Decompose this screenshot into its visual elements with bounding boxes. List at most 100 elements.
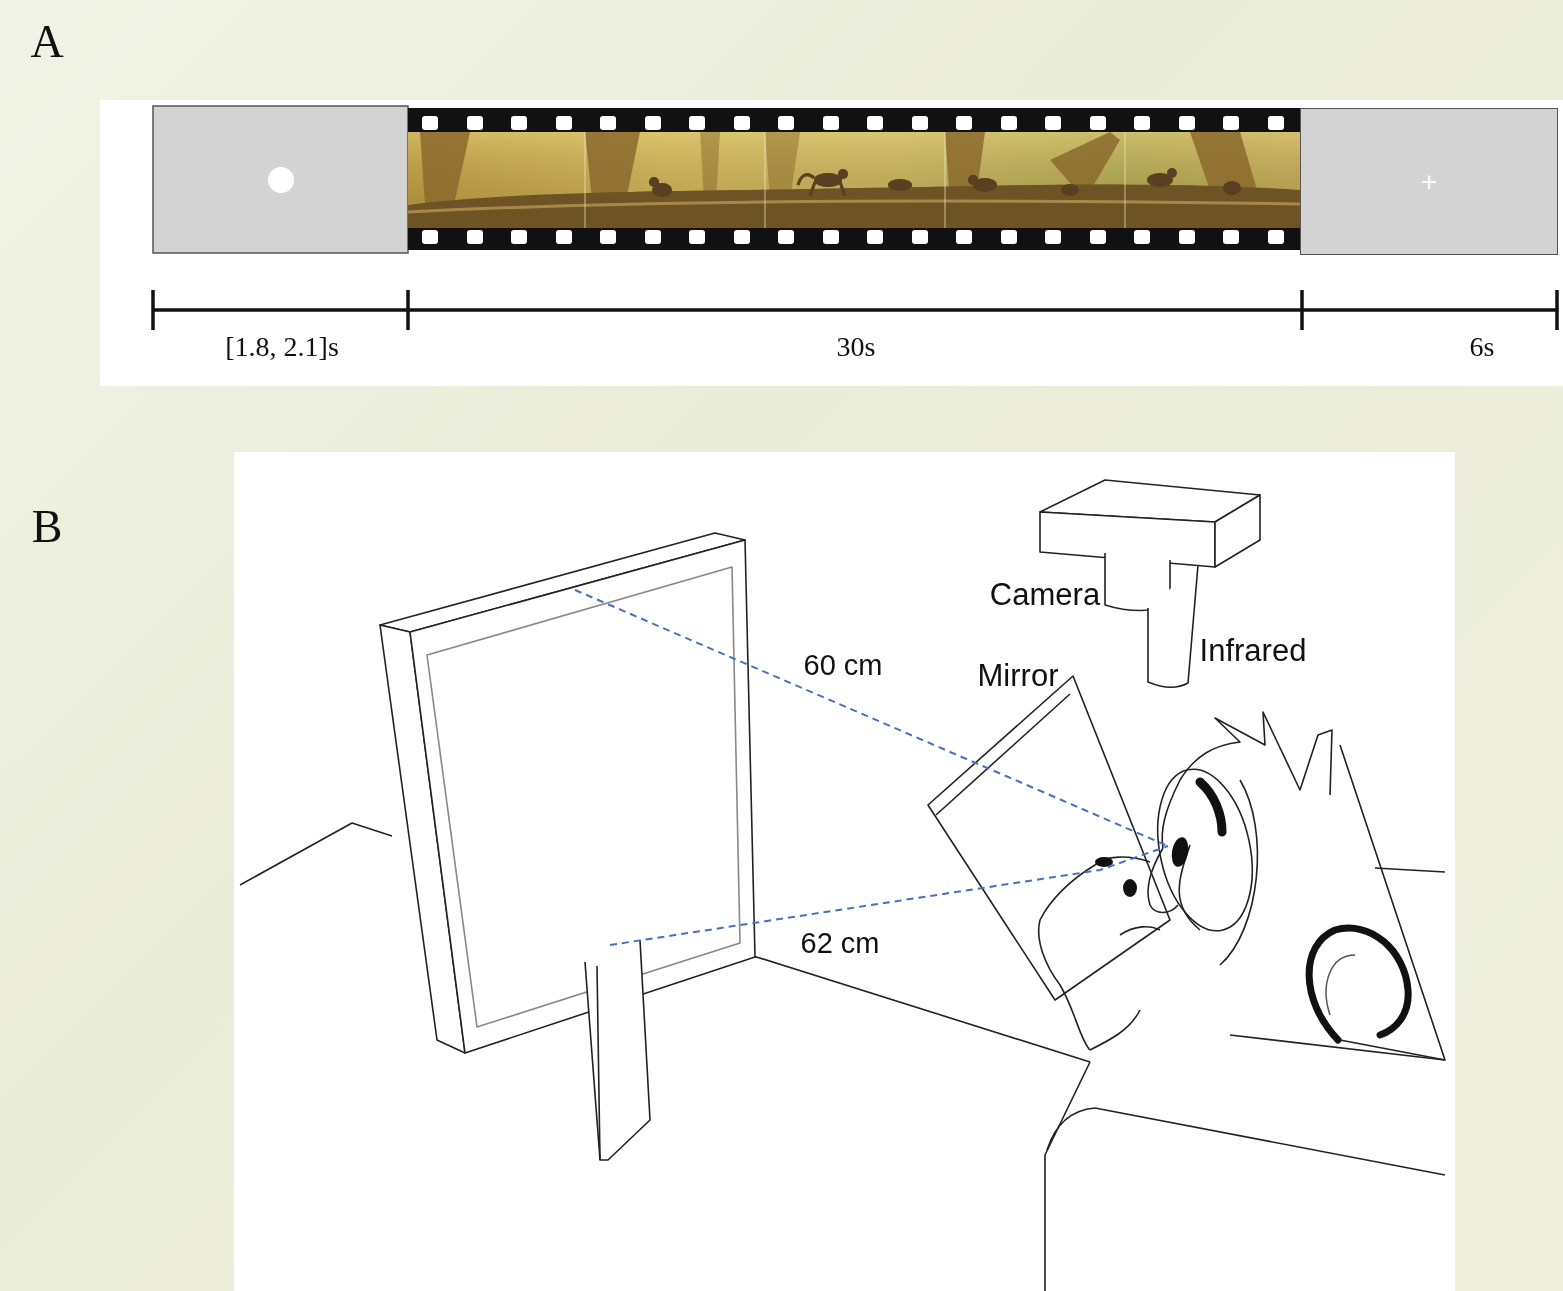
infrared-tube [1148, 565, 1198, 687]
monkey [814, 173, 842, 187]
monkey [1223, 181, 1241, 195]
decoration [1268, 116, 1284, 130]
decoration [511, 116, 527, 130]
setup-illustration [240, 480, 1445, 1291]
frame-divider [945, 132, 946, 228]
decoration [778, 116, 794, 130]
timeline-tick [151, 290, 155, 330]
frame-divider [765, 132, 766, 228]
decoration [689, 230, 705, 244]
panel-letter: A [30, 19, 63, 65]
camera-side [1215, 495, 1260, 567]
monkey [1061, 184, 1079, 196]
setup-label: Infrared [1200, 635, 1307, 666]
decoration [912, 230, 928, 244]
eye-ring [1144, 760, 1266, 939]
muzzle [1039, 857, 1150, 1050]
cheek [1220, 780, 1257, 965]
decoration [912, 116, 928, 130]
video-frames [408, 132, 1300, 228]
monkey [968, 175, 978, 185]
video-shading [408, 132, 1300, 228]
distance-line [575, 590, 1168, 846]
decoration [1268, 230, 1284, 244]
decoration [1045, 116, 1061, 130]
decoration [1001, 230, 1017, 244]
decoration [645, 116, 661, 130]
monkey [1167, 168, 1177, 178]
trunk [420, 132, 470, 205]
film-strip [408, 108, 1300, 250]
ear [1309, 928, 1408, 1040]
head-outline [1340, 745, 1445, 1060]
frame-divider [1125, 132, 1126, 228]
duration-label: [1.8, 2.1]s [225, 333, 339, 361]
decoration [823, 116, 839, 130]
decoration [1179, 116, 1195, 130]
log [408, 184, 1300, 228]
decoration [956, 116, 972, 130]
monitor-stand [585, 940, 650, 1160]
eye-pupil [1170, 836, 1191, 868]
decoration [1223, 116, 1239, 130]
decoration [867, 230, 883, 244]
decoration [422, 230, 438, 244]
decoration [1090, 230, 1106, 244]
monitor-stand-edge [597, 966, 600, 1160]
monitor-screen [427, 567, 740, 1027]
chair-edge [1095, 1108, 1445, 1175]
table-edge [240, 823, 392, 885]
decoration [734, 116, 750, 130]
decoration [600, 230, 616, 244]
decoration [1223, 230, 1239, 244]
timeline-tick [1300, 290, 1304, 330]
chair-edge [1375, 868, 1445, 872]
decoration [645, 230, 661, 244]
distance-line [610, 846, 1168, 945]
mouth [1120, 927, 1160, 935]
monkey [649, 177, 659, 187]
mirror [928, 676, 1170, 1000]
frame-dividers [585, 132, 1125, 228]
timeline-tick [406, 290, 410, 330]
nostril [1123, 879, 1137, 897]
decoration [867, 116, 883, 130]
decoration [778, 230, 794, 244]
duration-label: 6s [1470, 333, 1495, 361]
monkey [838, 169, 848, 179]
setup-label: Mirror [978, 660, 1059, 691]
timeline-tick [1555, 290, 1559, 330]
sprocket-holes [422, 116, 1284, 244]
decoration [556, 116, 572, 130]
timeline [153, 290, 1558, 330]
decoration [511, 230, 527, 244]
decoration [1090, 116, 1106, 130]
decoration [1179, 230, 1195, 244]
mirror-edge [936, 694, 1070, 815]
panel-letter: B [32, 504, 63, 550]
fixation-dot [268, 167, 294, 193]
decoration [1134, 116, 1150, 130]
timeline-axis [153, 308, 1558, 312]
decoration [467, 116, 483, 130]
decoration [1001, 116, 1017, 130]
eyebrow [1200, 782, 1222, 832]
decoration [734, 230, 750, 244]
log-highlight [408, 201, 1300, 212]
fixation-cross: + [1420, 171, 1438, 193]
trunk [700, 132, 720, 200]
sight-lines [575, 590, 1168, 945]
setup-label: 62 cm [801, 929, 880, 958]
chair-edge [1047, 1108, 1095, 1150]
decoration [823, 230, 839, 244]
decoration [1045, 230, 1061, 244]
monkey [888, 179, 912, 191]
frame-divider [585, 132, 586, 228]
decoration [422, 116, 438, 130]
panel-b-background [234, 452, 1455, 1291]
setup-label: 60 cm [804, 651, 883, 680]
ear-inner [1326, 955, 1355, 1015]
decoration [1134, 230, 1150, 244]
decoration [467, 230, 483, 244]
